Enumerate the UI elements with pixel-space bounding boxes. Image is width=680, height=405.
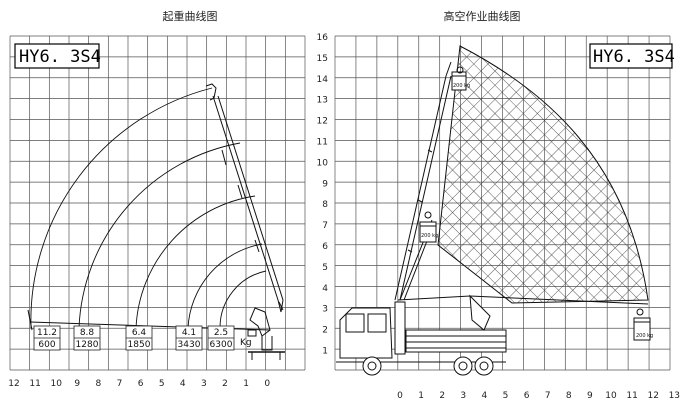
y-tick-label: 5: [322, 263, 328, 273]
basket-top-label: 200 kg: [453, 83, 470, 89]
x-tick-label: 12: [8, 379, 19, 389]
y-tick-label: 4: [322, 284, 328, 294]
load-arc-2: [78, 142, 241, 329]
y-tick-label: 12: [317, 117, 328, 127]
y-tick-label: 3: [322, 305, 328, 315]
x-tick-label: 11: [626, 391, 637, 401]
load-arc-1: [30, 87, 213, 329]
aerial-boom: [394, 61, 649, 307]
right-y-axis-labels: 16 15 14 13 12 11 10 9 8 7 6 5 4 3 2 1: [317, 33, 329, 357]
lifting-curve-grid: [9, 35, 306, 371]
x-tick-label: 2: [439, 391, 445, 401]
x-tick-label: 3: [460, 391, 466, 401]
x-tick-label: 0: [397, 391, 403, 401]
y-tick-label: 15: [317, 54, 328, 64]
left-model-box: [14, 43, 100, 69]
truck: [336, 294, 507, 376]
work-basket-middle: 200 kg: [419, 211, 438, 243]
x-tick-label: 7: [117, 379, 123, 389]
load-radius: 4.1: [182, 328, 196, 338]
y-tick-label: 8: [322, 200, 328, 210]
y-tick-label: 2: [322, 326, 328, 336]
lifting-boom: [205, 83, 284, 313]
y-tick-label: 1: [322, 347, 328, 357]
load-radius: 2.5: [214, 328, 228, 338]
load-radius: 11.2: [37, 328, 57, 338]
x-tick-label: 8: [566, 391, 572, 401]
basket-middle-label: 200 kg: [421, 233, 438, 239]
basket-right-label: 200 kg: [636, 333, 653, 339]
x-tick-label: 5: [503, 391, 509, 401]
x-tick-label: 1: [243, 379, 249, 389]
x-tick-label: 12: [647, 391, 658, 401]
unit-label: Kg: [240, 338, 252, 348]
load-value: 1850: [128, 340, 151, 350]
load-value: 600: [38, 340, 55, 350]
y-tick-label: 9: [322, 179, 328, 189]
x-tick-label: 10: [605, 391, 617, 401]
load-value: 6300: [210, 340, 233, 350]
right-model-label: HY6. 3S4: [593, 47, 675, 67]
aerial-work-title: 高空作业曲线图: [444, 9, 521, 23]
load-value: 1280: [76, 340, 99, 350]
lifting-curve-title: 起重曲线图: [163, 9, 218, 23]
work-basket-top: 200 kg: [451, 66, 470, 91]
x-tick-label: 4: [482, 391, 488, 401]
y-tick-label: 16: [317, 33, 329, 43]
y-tick-label: 13: [317, 96, 328, 106]
right-model-box: [589, 43, 673, 69]
y-tick-label: 6: [322, 242, 328, 252]
load-radius: 8.8: [80, 328, 95, 338]
x-tick-label: 5: [159, 379, 165, 389]
x-tick-label: 4: [180, 379, 186, 389]
aerial-work-curve-panel: 高空作业曲线图 HY6. 3S4: [317, 9, 680, 401]
x-tick-label: 6: [524, 391, 530, 401]
lifting-load-arcs: [30, 87, 267, 329]
x-tick-label: 8: [96, 379, 102, 389]
load-arc-3: [135, 195, 256, 329]
x-tick-label: 3: [201, 379, 207, 389]
x-tick-label: 6: [138, 379, 144, 389]
load-radius: 6.4: [132, 328, 147, 338]
x-tick-label: 7: [545, 391, 551, 401]
load-table: 11.2 600 8.8 1280 6.4 1850 4.1 3430 2.5 6300: [33, 325, 235, 351]
x-tick-label: 11: [29, 379, 40, 389]
load-value: 3430: [178, 340, 201, 350]
y-tick-label: 14: [317, 75, 329, 85]
x-tick-label: 1: [418, 391, 424, 401]
y-tick-label: 11: [317, 138, 328, 148]
left-model-label: HY6. 3S4: [19, 47, 101, 67]
lifting-curve-panel: 起重曲线图 HY6. 3S4: [8, 9, 306, 389]
x-tick-label: 13: [669, 391, 680, 401]
y-tick-label: 7: [322, 221, 328, 231]
working-envelope: [437, 45, 649, 304]
x-tick-label: 9: [587, 391, 593, 401]
crane-base: [27, 307, 285, 360]
x-tick-label: 9: [74, 379, 80, 389]
x-tick-label: 2: [222, 379, 228, 389]
x-tick-label: 0: [264, 379, 270, 389]
y-tick-label: 10: [317, 158, 329, 168]
load-arc-4: [187, 243, 263, 329]
x-tick-label: 10: [50, 379, 62, 389]
load-arc-5: [219, 270, 267, 329]
work-basket-right: 200 kg: [633, 308, 653, 341]
